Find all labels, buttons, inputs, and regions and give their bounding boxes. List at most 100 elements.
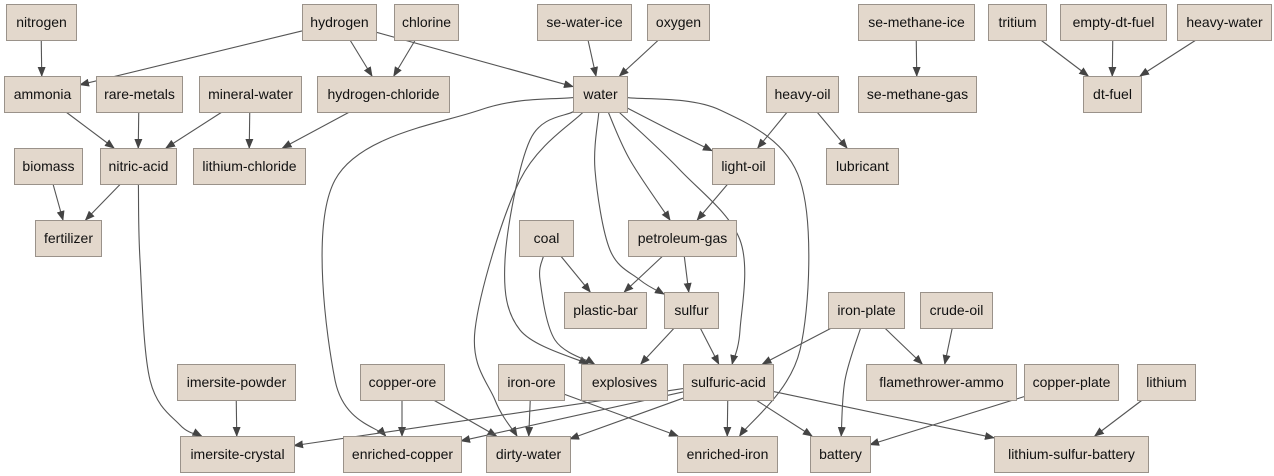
edge-petroleum-gas-to-sulfur	[683, 255, 692, 293]
node-petroleum-gas: petroleum-gas	[628, 220, 737, 257]
edge-lithium-to-lithium-sulfur-battery	[1093, 399, 1143, 437]
node-box	[199, 76, 302, 113]
node-biomass: biomass	[14, 148, 83, 185]
edge-hydrogen-chloride-to-lithium-chloride	[281, 111, 350, 149]
node-box	[664, 292, 719, 329]
node-label: copper-ore	[369, 374, 437, 390]
edge-water-to-sulfur	[594, 111, 665, 295]
edge-iron-ore-to-enriched-iron	[563, 393, 679, 437]
node-box	[6, 4, 77, 41]
node-label: heavy-water	[1186, 14, 1263, 30]
edge-sulfuric-acid-to-enriched-iron	[723, 399, 732, 437]
node-ammonia: ammonia	[4, 76, 81, 113]
node-imersite-crystal: imersite-crystal	[180, 436, 295, 473]
node-iron-ore: iron-ore	[498, 364, 565, 401]
node-hydrogen-chloride: hydrogen-chloride	[317, 76, 450, 113]
node-box	[486, 436, 571, 473]
node-crude-oil: crude-oil	[920, 292, 993, 329]
node-chlorine: chlorine	[394, 4, 459, 41]
edge-iron-plate-to-flamethrower-ammo	[884, 327, 923, 365]
edge-chlorine-to-hydrogen-chloride	[393, 39, 416, 77]
node-box	[988, 4, 1047, 41]
node-box	[1137, 364, 1196, 401]
node-label: fertilizer	[44, 230, 93, 246]
node-box	[564, 292, 647, 329]
edge-nitric-acid-to-imersite-crystal	[137, 183, 203, 437]
node-battery: battery	[810, 436, 871, 473]
node-box	[35, 220, 102, 257]
edge-water-to-enriched-copper	[321, 97, 574, 437]
node-label: plastic-bar	[573, 302, 638, 318]
edge-nitric-acid-to-fertilizer	[84, 183, 121, 221]
edge-se-methane-ice-to-se-methane-gas	[912, 39, 921, 77]
node-box	[810, 436, 871, 473]
node-flamethrower-ammo: flamethrower-ammo	[866, 364, 1017, 401]
node-box	[317, 76, 450, 113]
node-tritium: tritium	[988, 4, 1047, 41]
node-water: water	[573, 76, 628, 113]
edge-copper-plate-to-battery	[869, 396, 1025, 446]
node-lithium-sulfur-battery: lithium-sulfur-battery	[994, 436, 1149, 473]
node-box	[712, 148, 775, 185]
node-label: petroleum-gas	[638, 230, 728, 246]
node-iron-plate: iron-plate	[828, 292, 905, 329]
edge-sulfur-to-sulfuric-acid	[699, 327, 720, 365]
node-box	[647, 4, 710, 41]
node-box	[683, 364, 774, 401]
edge-water-to-enriched-iron	[626, 97, 810, 437]
node-lubricant: lubricant	[826, 148, 899, 185]
node-mineral-water: mineral-water	[199, 76, 302, 113]
edge-rare-metals-to-nitric-acid	[134, 111, 143, 149]
node-explosives: explosives	[581, 364, 668, 401]
edge-tritium-to-dt-fuel	[1040, 39, 1090, 77]
edge-empty-dt-fuel-to-dt-fuel	[1108, 39, 1117, 77]
node-label: lithium	[1146, 374, 1186, 390]
node-label: imersite-crystal	[190, 446, 284, 462]
edge-mineral-water-to-nitric-acid	[165, 111, 223, 149]
edge-sulfuric-acid-to-lithium-sulfur-battery	[772, 390, 995, 440]
node-box	[573, 76, 628, 113]
node-label: nitrogen	[16, 14, 67, 30]
node-label: iron-ore	[507, 374, 555, 390]
node-box	[581, 364, 668, 401]
node-copper-plate: copper-plate	[1024, 364, 1119, 401]
node-box	[360, 364, 445, 401]
edge-sulfuric-acid-to-dirty-water	[569, 397, 684, 440]
node-box	[96, 76, 183, 113]
node-label: dirty-water	[496, 446, 562, 462]
edge-heavy-water-to-dt-fuel	[1139, 39, 1197, 77]
node-label: se-methane-ice	[868, 14, 965, 30]
edge-water-to-sulfuric-acid	[618, 111, 746, 365]
edge-heavy-oil-to-lubricant	[816, 111, 848, 149]
node-label: enriched-copper	[352, 446, 454, 462]
edge-hydrogen-to-water	[375, 31, 574, 89]
edge-water-to-petroleum-gas	[607, 111, 671, 221]
node-label: lithium-chloride	[202, 158, 296, 174]
edge-copper-ore-to-dirty-water	[433, 399, 498, 437]
node-label: enriched-iron	[687, 446, 769, 462]
node-se-methane-gas: se-methane-gas	[858, 76, 977, 113]
node-label: lubricant	[836, 158, 889, 174]
node-box	[858, 4, 975, 41]
node-lithium-chloride: lithium-chloride	[193, 148, 306, 185]
node-plastic-bar: plastic-bar	[564, 292, 647, 329]
edge-mineral-water-to-lithium-chloride	[245, 111, 254, 149]
edge-light-oil-to-petroleum-gas	[696, 183, 729, 221]
node-light-oil: light-oil	[712, 148, 775, 185]
node-box	[177, 364, 296, 401]
node-se-water-ice: se-water-ice	[537, 4, 632, 41]
node-box	[920, 292, 993, 329]
node-lithium: lithium	[1137, 364, 1196, 401]
node-label: imersite-powder	[187, 374, 287, 390]
edge-hydrogen-to-hydrogen-chloride	[349, 39, 373, 77]
node-label: explosives	[592, 374, 657, 390]
node-label: rare-metals	[104, 86, 175, 102]
node-label: mineral-water	[208, 86, 293, 102]
node-heavy-oil: heavy-oil	[766, 76, 839, 113]
edge-imersite-powder-to-imersite-crystal	[232, 399, 241, 437]
node-box	[677, 436, 778, 473]
node-box	[1060, 4, 1167, 41]
node-box	[828, 292, 905, 329]
node-label: water	[582, 86, 618, 102]
